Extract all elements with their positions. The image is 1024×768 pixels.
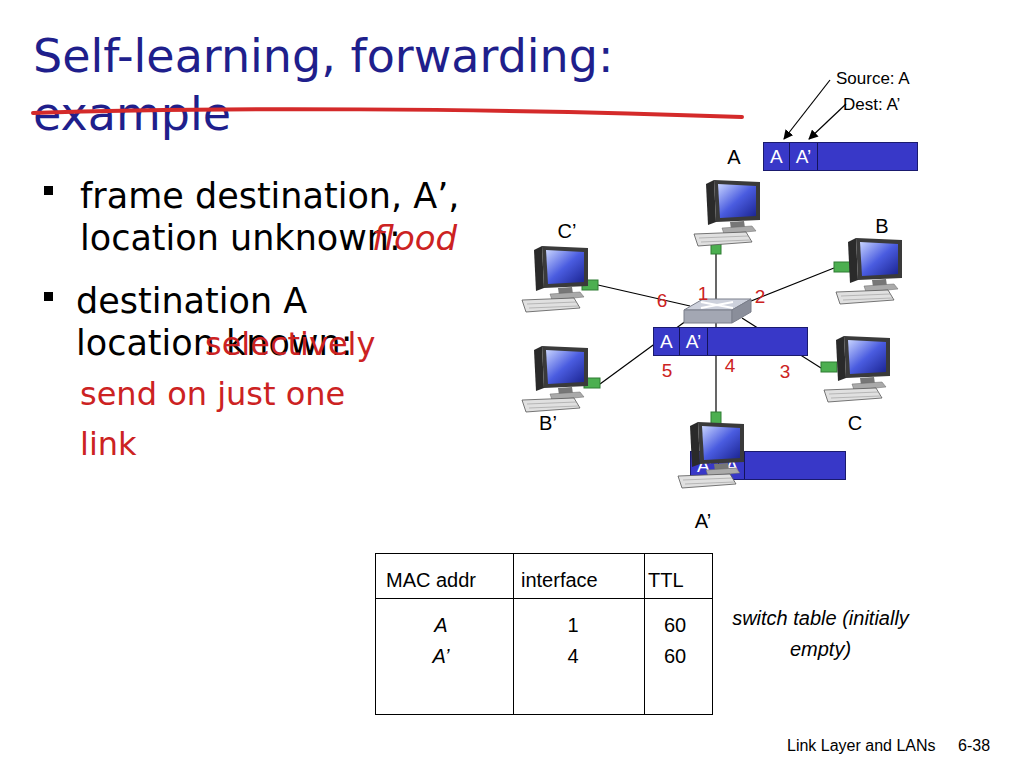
leader-arrow: [809, 104, 846, 139]
table-column-line: [644, 553, 645, 714]
computer-icon: [516, 344, 596, 414]
frame-address-field: A: [654, 328, 680, 355]
table-cell: 60: [655, 615, 695, 635]
host-computer: B: [830, 236, 910, 306]
computer-icon-shape: [836, 238, 902, 304]
computer-icon-shape: [824, 336, 890, 402]
link-wire: [598, 285, 690, 306]
port-number: 2: [750, 287, 770, 306]
ethernet-frame: AA’: [763, 142, 918, 171]
table-cell: 60: [655, 646, 695, 666]
port-number: 5: [657, 361, 677, 380]
table-cell: A’: [421, 646, 461, 666]
port-number: 1: [693, 284, 713, 303]
host-label: A’: [683, 511, 723, 531]
computer-icon-shape: [694, 180, 760, 246]
computer-icon: [688, 178, 768, 248]
table-cell: A: [421, 615, 461, 635]
frame-field-label: Dest: A’: [843, 96, 900, 113]
host-computer: A’: [672, 420, 752, 490]
table-header-line: [375, 598, 712, 599]
network-adapters: [582, 238, 850, 428]
host-computer: B’: [516, 344, 596, 414]
slide-title: Self-learning, forwarding: example: [33, 27, 673, 143]
host-label: C: [835, 413, 875, 433]
switch-side: [732, 299, 751, 323]
port-number: 6: [652, 291, 672, 310]
annotation-text: selectively send on just one link: [80, 319, 380, 469]
table-header: interface: [521, 570, 598, 590]
frame-address-field: A: [764, 143, 790, 170]
table-column-line: [513, 553, 514, 714]
bullet-text: frame destination, A’, location unknown:: [80, 175, 530, 259]
port-number: 4: [720, 356, 740, 375]
host-computer: C’: [516, 244, 596, 314]
host-computer: C: [818, 334, 898, 404]
switch-symbol: [684, 299, 751, 323]
computer-icon: [516, 244, 596, 314]
computer-icon-shape: [678, 422, 744, 488]
link-wire: [715, 254, 716, 302]
switch-table-grid: [375, 553, 713, 715]
leader-arrow: [784, 80, 830, 139]
footer-text: Link Layer and LANs: [787, 738, 936, 754]
frame-address-field: A’: [790, 143, 818, 170]
page-number: 6-38: [958, 738, 990, 754]
table-cell: 4: [553, 646, 593, 666]
bullet-square: [44, 186, 53, 195]
nic-symbol: [821, 362, 837, 372]
table-caption: switch table (initially empty): [728, 603, 913, 665]
host-label: C’: [547, 221, 587, 241]
table-header: TTL: [648, 570, 684, 590]
host-label: B’: [528, 413, 568, 433]
annotation-text: flood: [372, 221, 457, 255]
host-computer: A: [688, 178, 768, 248]
computer-icon: [818, 334, 898, 404]
computer-icon: [830, 236, 910, 306]
strike-line: [33, 109, 742, 117]
computer-icon-shape: [522, 346, 588, 412]
bullet-square: [44, 292, 53, 301]
computer-icon-shape: [522, 246, 588, 312]
nic-symbol: [834, 262, 850, 272]
table-cell: 1: [553, 615, 593, 635]
switch-front: [684, 310, 732, 323]
frame-address-field: A’: [680, 328, 708, 355]
table-border: [376, 554, 713, 715]
table-header: MAC addr: [386, 570, 476, 590]
host-label: B: [862, 216, 902, 236]
ethernet-frame: AA’: [653, 327, 808, 356]
ethernet-links: [598, 254, 834, 412]
port-number: 3: [775, 362, 795, 381]
frame-field-label: Source: A: [836, 70, 910, 87]
computer-icon: [672, 420, 752, 490]
host-label: A: [714, 147, 754, 167]
